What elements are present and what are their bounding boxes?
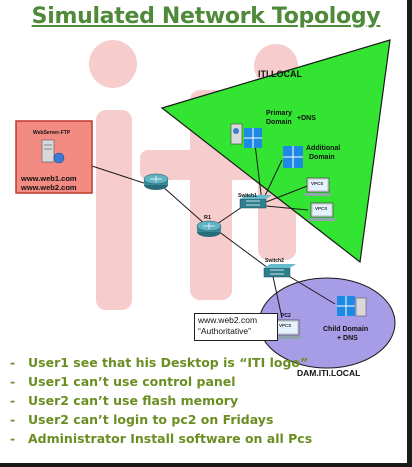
iti-local-label: ITI.LOCAL bbox=[258, 69, 302, 79]
callout-line2: “Authoritative” bbox=[198, 326, 251, 336]
additional-domain-server-icon bbox=[283, 146, 303, 168]
page-title: Simulated Network Topology bbox=[31, 4, 381, 29]
pc-label: VPCS bbox=[315, 206, 328, 211]
dam-iti-local-label: DAM.ITI.LOCAL bbox=[297, 368, 361, 378]
switch2-label: Switch2 bbox=[265, 258, 284, 264]
additional-domain-label-line1: Additional bbox=[306, 145, 341, 152]
router-icon bbox=[143, 173, 169, 190]
pc2-label: PC2 bbox=[281, 313, 291, 319]
router-r1-icon bbox=[196, 220, 222, 237]
server-icon bbox=[41, 139, 65, 164]
list-item: -User1 can’t use control panel bbox=[10, 374, 236, 389]
list-item: -User1 see that his Desktop is “ITI logo… bbox=[10, 355, 309, 370]
primary-domain-server-icon bbox=[230, 123, 262, 148]
list-item: -Administrator Install software on all P… bbox=[10, 431, 313, 446]
switch1-label: Switch1 bbox=[238, 193, 257, 199]
switch1-icon bbox=[239, 195, 272, 209]
child-domain-label-line1: Child Domain bbox=[323, 326, 369, 333]
child-domain-server-icon bbox=[337, 296, 367, 317]
router-r1-label: R1 bbox=[204, 215, 212, 221]
switch2-icon bbox=[263, 264, 296, 278]
pc-icon bbox=[305, 177, 331, 196]
callout-line1: www.web2.com bbox=[198, 315, 258, 325]
pc-icon bbox=[309, 202, 335, 221]
web2-url-label: www.web2.com bbox=[21, 183, 77, 192]
window-edge bbox=[0, 463, 412, 467]
primary-domain-label-line1: Primary bbox=[266, 110, 293, 117]
list-item: -User2 can’t login to pc2 on Fridays bbox=[10, 412, 274, 427]
pc2-vpcs-label: VPCS bbox=[279, 323, 292, 328]
primary-dns-label: +DNS bbox=[297, 115, 316, 122]
child-domain-label-line2: + DNS bbox=[337, 335, 358, 342]
additional-domain-label-line2: Domain bbox=[309, 154, 335, 161]
requirements-list: -User1 see that his Desktop is “ITI logo… bbox=[10, 353, 312, 448]
web1-url-label: www.web1.com bbox=[21, 174, 77, 183]
primary-domain-label-line2: Domain bbox=[266, 119, 292, 126]
webserver-label: WebServer-FTP bbox=[33, 130, 71, 136]
window-edge bbox=[407, 0, 412, 467]
pc-label: VPCS bbox=[311, 181, 324, 186]
authoritative-callout: www.web2.com “Authoritative” bbox=[194, 313, 278, 341]
pc2-icon bbox=[273, 319, 301, 339]
list-item: -User2 can’t use flash memory bbox=[10, 393, 239, 408]
